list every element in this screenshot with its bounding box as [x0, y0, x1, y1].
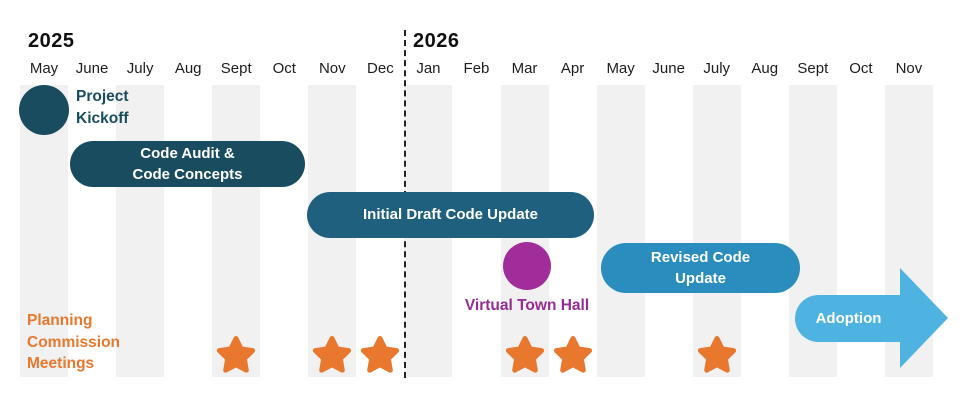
month-label-nov-2025: Nov — [318, 60, 346, 77]
month-label-may-2026: May — [606, 60, 635, 77]
month-label-apr-2026: Apr — [560, 60, 585, 77]
event-revised-code-label-line-1: Revised Code — [650, 248, 751, 266]
month-label-june-2025: June — [75, 60, 109, 77]
event-code-audit-label-line-2: Code Concepts — [132, 166, 243, 183]
month-label-oct-2025: Oct — [272, 60, 296, 77]
month-label-july-2026: July — [703, 60, 731, 77]
month-label-may-2025: May — [29, 60, 59, 77]
month-label-oct-2026: Oct — [849, 60, 873, 77]
event-initial-draft-bar: Initial Draft Code Update — [307, 192, 594, 238]
month-label-july-2025: July — [126, 60, 154, 77]
pcm-line-2: Commission — [27, 333, 121, 351]
event-code-audit-label-line-1: Code Audit & — [140, 144, 235, 162]
event-revised-code-label-line-2: Update — [675, 270, 726, 287]
event-adoption-arrow-body: Adoption — [795, 295, 902, 342]
month-label-jan-2026: Jan — [416, 60, 441, 77]
month-label-nov-2026: Nov — [895, 60, 923, 77]
year-label-2025: 2025 — [28, 30, 75, 52]
month-stripe-july-2026 — [692, 85, 741, 377]
event-virtual-town-hall-label: Virtual Town Hall — [465, 295, 589, 317]
month-stripe-sept-2025 — [212, 85, 261, 377]
meeting-star-icon-july-2026 — [694, 333, 740, 379]
event-project-kickoff-label-line-2: Kickoff — [76, 109, 129, 127]
month-stripe-july-2025 — [116, 85, 165, 377]
event-code-audit-bar: Code Audit & Code Concepts — [70, 141, 305, 187]
month-label-dec-2025: Dec — [367, 60, 394, 77]
event-virtual-town-hall-label-line-1: Virtual Town Hall — [464, 297, 590, 314]
month-label-feb-2026: Feb — [463, 60, 490, 77]
pcm-line-1: Planning — [27, 312, 93, 329]
planning-commission-meetings-label: Planning Commission Meetings — [27, 310, 120, 375]
month-stripe-may-2026 — [596, 85, 645, 377]
pcm-line-3: Meetings — [27, 355, 95, 372]
year-label-2026: 2026 — [413, 30, 460, 52]
meeting-star-icon-mar-2026 — [502, 333, 548, 379]
month-label-sept-2026: Sept — [797, 60, 829, 77]
event-project-kickoff-circle — [19, 85, 69, 135]
event-virtual-town-hall-circle — [503, 242, 551, 290]
month-label-sept-2025: Sept — [220, 60, 252, 77]
event-adoption-arrow-head — [900, 268, 948, 368]
meeting-star-icon-nov-2025 — [309, 333, 355, 379]
month-label-mar-2026: Mar — [511, 60, 538, 77]
meeting-star-icon-dec-2025 — [357, 333, 403, 379]
meeting-star-icon-sept-2025 — [213, 333, 259, 379]
month-label-aug-2026: Aug — [751, 60, 779, 77]
month-label-aug-2025: Aug — [174, 60, 202, 77]
month-label-june-2026: June — [652, 60, 685, 77]
event-initial-draft-label-line-1: Initial Draft Code Update — [362, 206, 538, 224]
meeting-star-icon-apr-2026 — [550, 333, 596, 379]
event-project-kickoff-label-line-1: Project — [76, 88, 129, 105]
